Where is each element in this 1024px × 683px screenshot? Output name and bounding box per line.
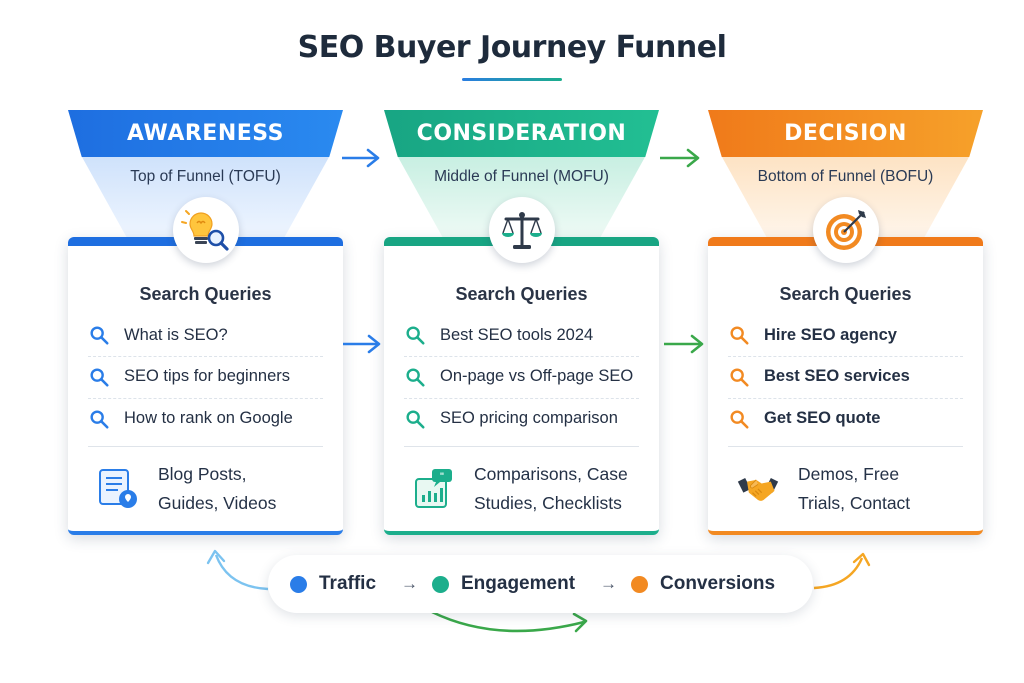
legend-label: Conversions [660,573,776,594]
search-icon [728,408,750,430]
comparison-chart-icon: " [415,469,452,508]
handshake-icon [737,478,779,501]
query-text: Best SEO tools 2024 [440,325,594,344]
query-text: How to rank on Google [124,409,293,427]
stage-awareness: AWARENESS Top of Funnel (TOFU) Search Qu… [68,110,343,535]
arrow-separator: → [401,574,418,593]
search-icon [404,366,426,388]
card-divider [404,446,639,447]
search-icon [404,324,426,346]
search-queries-title: Search Queries [139,284,272,304]
card-divider [88,446,323,447]
query-text: SEO tips for beginners [124,367,290,385]
arrow-separator: → [600,574,617,593]
query-text: Get SEO quote [764,409,881,427]
legend-item-traffic: Traffic [290,555,376,613]
curved-arrow-icon [431,610,588,633]
search-icon [88,324,110,346]
legend-label: Engagement [461,573,576,594]
search-query: Get SEO quote [728,398,963,438]
search-query: Best SEO services [728,356,963,396]
search-query: On-page vs Off-page SEO [404,356,639,396]
content-line: Guides, Videos [158,493,277,513]
search-icon [404,408,426,430]
legend-item-engagement: Engagement [432,555,575,613]
stage-subtitle: Top of Funnel (TOFU) [130,168,281,185]
query-text: What is SEO? [124,325,228,344]
content-types: " Comparisons, Case Studies, Checklists [412,454,642,524]
query-text: On-page vs Off-page SEO [440,367,634,385]
search-query: Best SEO tools 2024 [404,315,639,355]
stage-banner: AWARENESS [68,110,343,157]
search-queries-title: Search Queries [779,284,912,304]
content-line: Trials, Contact [798,493,911,513]
query-text: Hire SEO agency [764,325,897,344]
content-types: Demos, Free Trials, Contact [736,454,966,524]
card-divider [728,446,963,447]
search-query: How to rank on Google [88,398,323,438]
lightbulb-search-icon [173,197,239,263]
search-icon [88,408,110,430]
content-line: Blog Posts, [158,464,247,484]
arrow-right-icon [660,148,700,168]
content-types: Blog Posts, Guides, Videos [96,454,326,524]
content-line: Demos, Free [798,464,900,484]
search-icon [728,324,750,346]
stage-consideration: CONSIDERATION Middle of Funnel (MOFU) Se… [384,110,659,535]
search-queries-title: Search Queries [455,284,588,304]
search-query: SEO pricing comparison [404,398,639,438]
arrow-right-icon [664,334,704,354]
curved-arrow-icon [813,552,871,590]
stage-subtitle: Bottom of Funnel (BOFU) [757,168,934,185]
stage-banner: CONSIDERATION [384,110,659,157]
balance-scale-icon [489,197,555,263]
title-underline [462,78,562,81]
search-icon [728,366,750,388]
svg-text:": " [440,472,445,482]
dot-icon [631,575,648,593]
legend-item-conversions: Conversions [631,555,775,613]
stage-subtitle: Middle of Funnel (MOFU) [434,168,609,185]
content-line: Comparisons, Case [474,464,628,484]
search-icon [88,366,110,388]
content-line: Studies, Checklists [474,493,622,513]
stage-decision: DECISION Bottom of Funnel (BOFU) Search … [708,110,983,535]
curved-arrow-icon [206,549,269,591]
dot-icon [432,575,449,593]
query-text: SEO pricing comparison [440,409,618,427]
funnel-legend: Traffic → Engagement → Conversions [268,555,813,613]
page-title: SEO Buyer Journey Funnel [297,30,727,65]
arrow-right-icon [342,148,380,168]
legend-label: Traffic [319,573,377,594]
arrow-right-icon [343,334,381,354]
search-query: SEO tips for beginners [88,356,323,396]
target-icon [813,197,879,263]
dot-icon [290,575,307,593]
blog-document-icon [99,469,137,508]
stage-banner: DECISION [708,110,983,157]
search-query: What is SEO? [88,315,323,355]
search-query: Hire SEO agency [728,315,963,355]
query-text: Best SEO services [764,367,910,385]
